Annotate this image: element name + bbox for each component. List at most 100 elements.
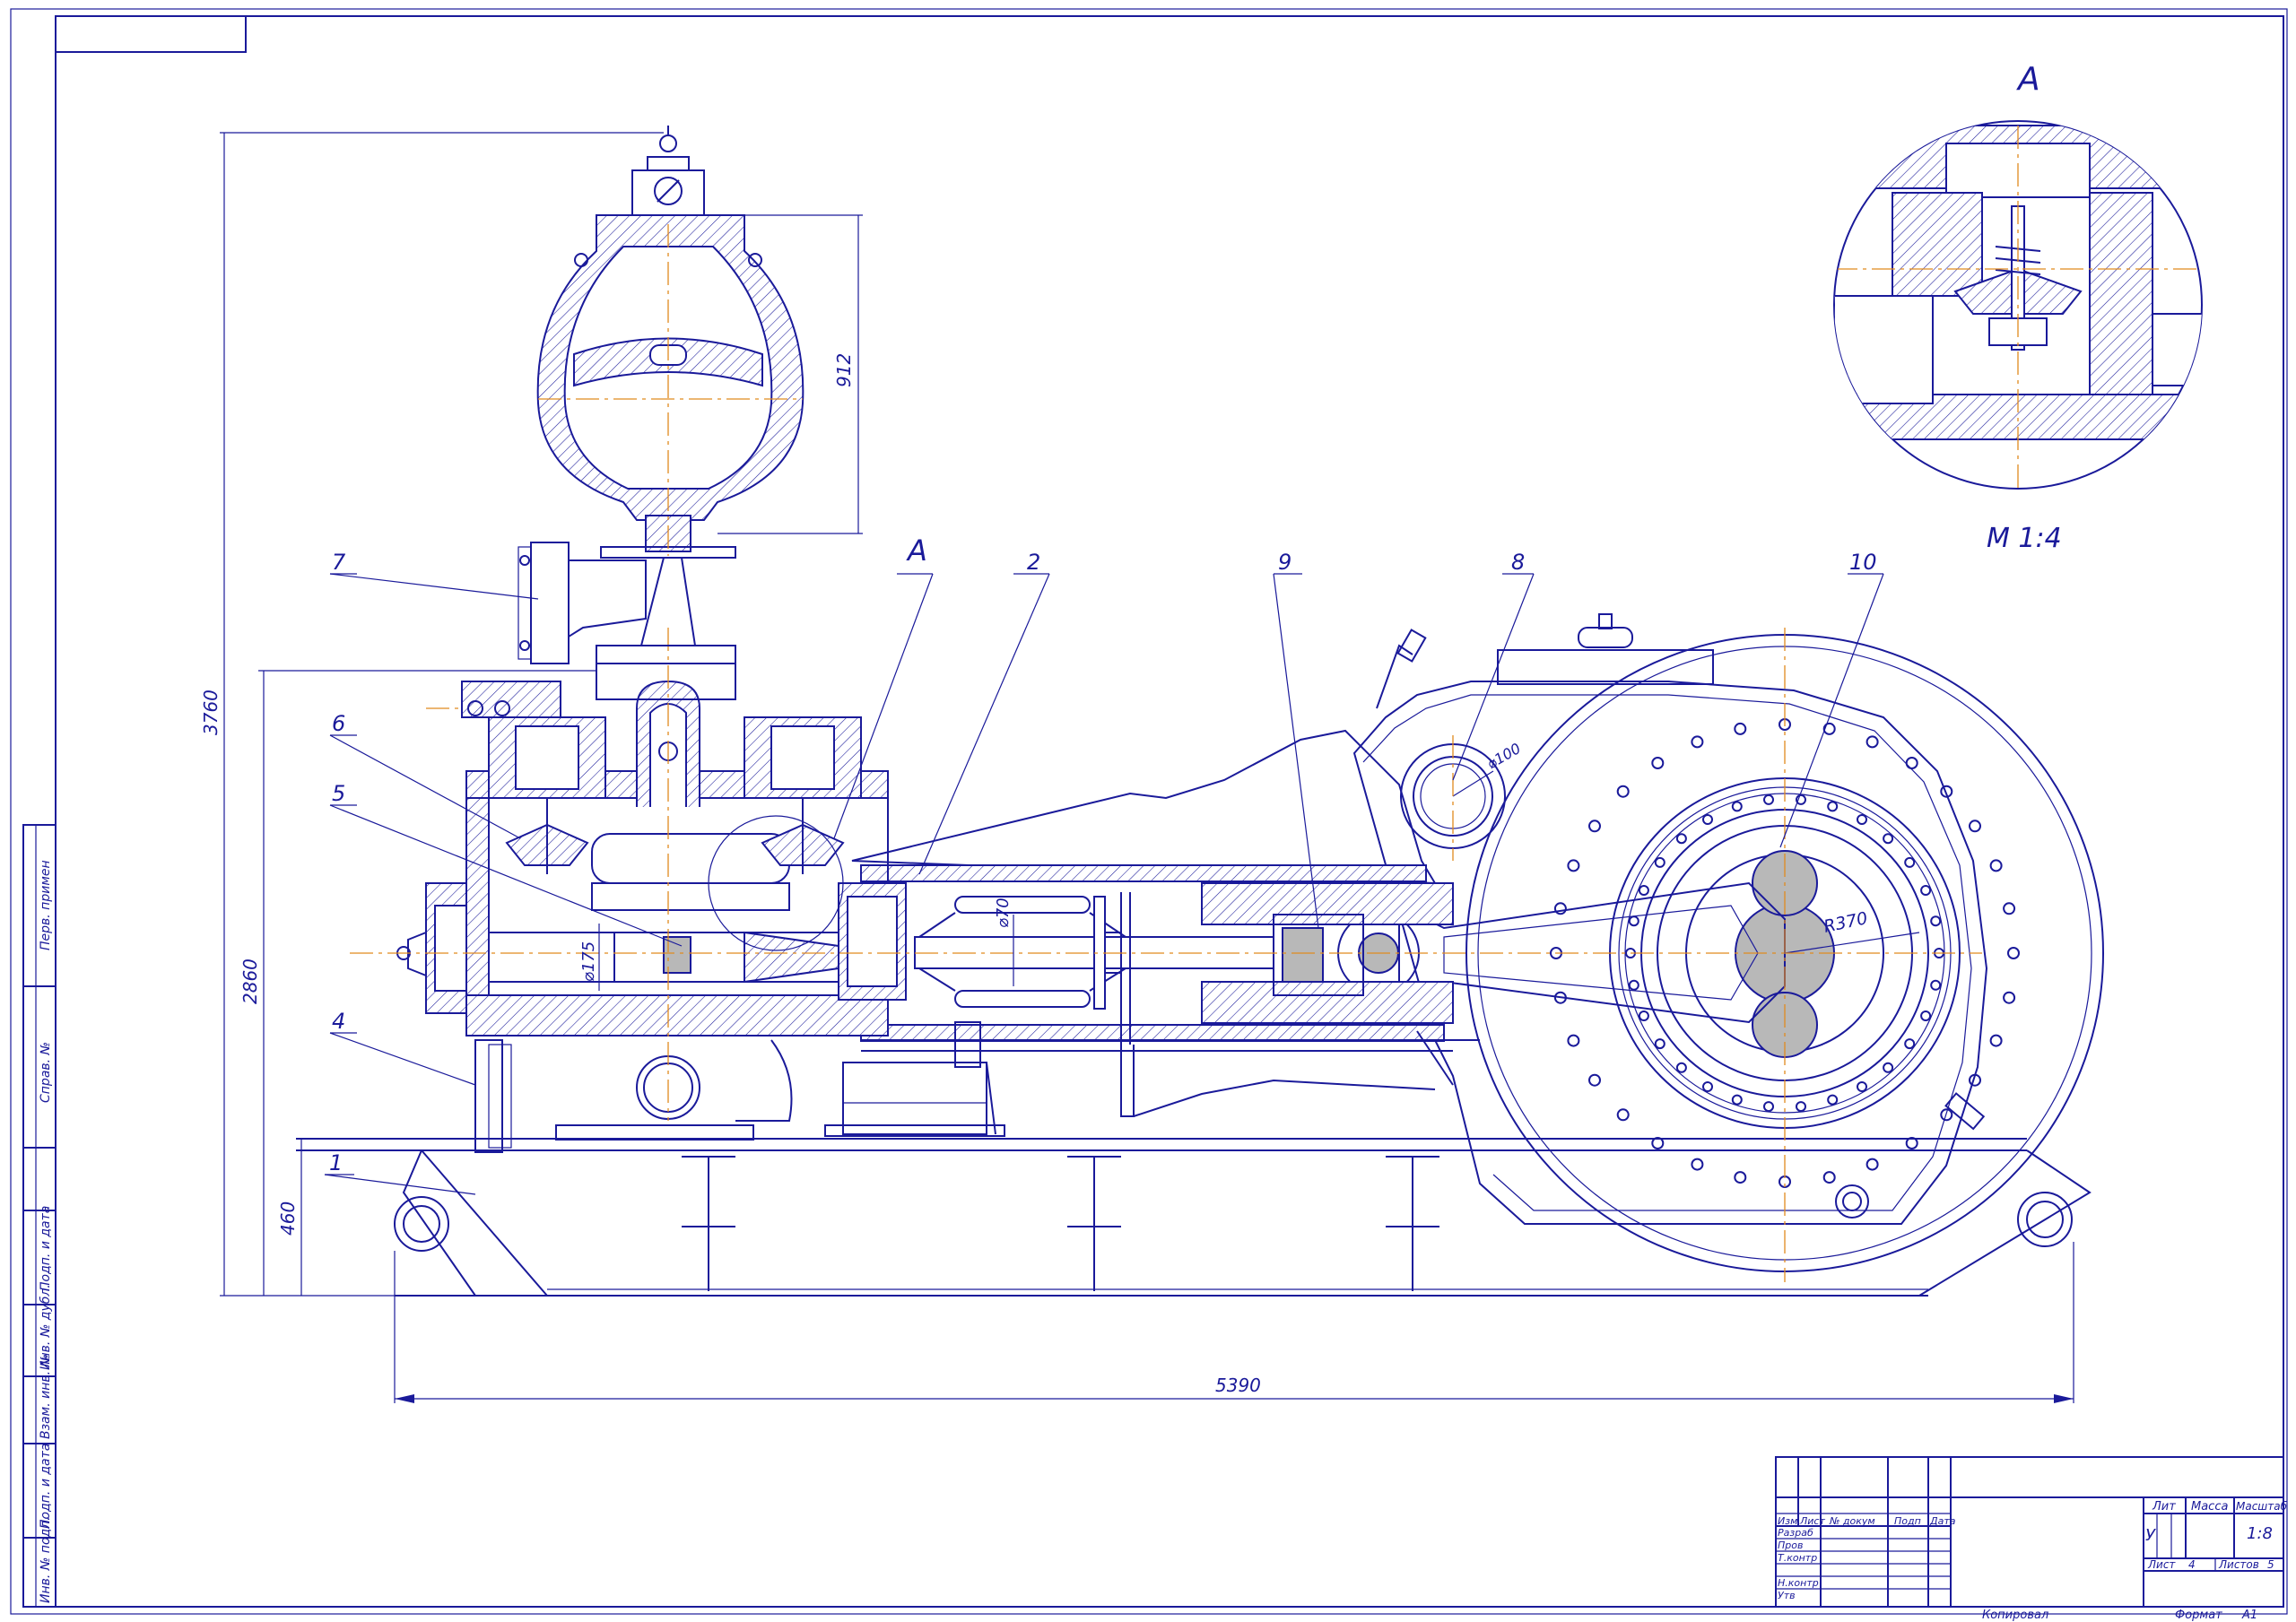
- bolt-hole: [1857, 1081, 1867, 1092]
- bolt-hole: [1822, 722, 1836, 735]
- bolt-hole: [1930, 915, 1942, 927]
- crosshead-frame: [851, 729, 1480, 1117]
- detail-a-view: A M 1:4: [1833, 61, 2203, 554]
- bolt-hole: [1940, 785, 1953, 798]
- tb-role-razrab: Разраб: [1778, 1527, 1813, 1539]
- bolt-hole: [1616, 785, 1630, 798]
- bolt-hole: [1989, 859, 2003, 872]
- side-stamp: Перв. примен Справ. № Подп. и дата Инв. …: [22, 824, 57, 1608]
- bolt-hole: [1920, 1010, 1932, 1021]
- bolt-hole: [1796, 1101, 1806, 1113]
- tb-header-date: Дата: [1929, 1515, 1956, 1527]
- stamp-cell-3: Подп. и дата: [39, 1206, 53, 1291]
- dimensions: 3760 2860 460 5390 912 ⌀175 ⌀70 R370 ⌀10…: [200, 132, 2074, 1403]
- bolt-hole: [1920, 885, 1932, 896]
- base-frame: [296, 1138, 2092, 1297]
- stamp-cell-7: Инв. № подл.: [39, 1516, 53, 1603]
- bolt-hole: [1905, 757, 1918, 769]
- dim-overall-length: 5390: [1215, 1375, 1261, 1396]
- bolt-hole: [1989, 1034, 2003, 1047]
- bolt-hole: [1940, 1108, 1953, 1122]
- dim-overall-height: 3760: [200, 690, 222, 735]
- bolt-hole: [1866, 735, 1879, 749]
- detail-a-label: A: [2016, 61, 2040, 98]
- bolt-hole: [1675, 1062, 1687, 1073]
- bolt-hole: [1731, 1094, 1743, 1106]
- tb-header-podp: Подп: [1894, 1515, 1921, 1527]
- tb-scale-value: 1:8: [2247, 1524, 2273, 1543]
- bolt-hole: [1654, 856, 1665, 868]
- tb-lit-value: У: [2145, 1526, 2156, 1545]
- bolt-hole: [1588, 820, 1601, 833]
- bolt-hole: [1702, 1081, 1713, 1092]
- bolt-hole: [1827, 1094, 1839, 1106]
- callout-6: 6: [332, 711, 345, 736]
- tb-format-label: Формат: [2175, 1609, 2222, 1622]
- fluid-end: [396, 628, 907, 1153]
- bolt-hole: [2003, 991, 2016, 1004]
- bolt-hole: [1969, 820, 1981, 833]
- tb-header-doc: № докум: [1829, 1515, 1875, 1527]
- dim-rod-dia: ⌀70: [994, 898, 1013, 928]
- bolt-hole: [1969, 1073, 1981, 1087]
- fluid-end-support: [824, 1021, 1005, 1137]
- callout-9: 9: [1278, 550, 1292, 575]
- bolt-hole: [1651, 1137, 1665, 1149]
- dim-base-height: 460: [277, 1201, 299, 1236]
- drawing-frame: [10, 8, 2288, 1615]
- bolt-hole: [1930, 979, 1942, 991]
- callouts: 1 2 4 5 6 7 8 9 10: [324, 550, 1884, 1195]
- tb-sheets-label: Листов: [2218, 1558, 2259, 1571]
- bolt-hole: [1702, 814, 1713, 825]
- tb-lit-label: Лит: [2152, 1500, 2176, 1514]
- tb-role-utv: Утв: [1778, 1590, 1796, 1601]
- tb-sheet-label: Лист: [2147, 1558, 2176, 1571]
- tb-scale-label: Масштаб: [2236, 1500, 2288, 1513]
- bolt-hole: [1567, 1034, 1580, 1047]
- stamp-cell-6: Подп. и дата: [39, 1444, 53, 1529]
- title-block: Изм Лист № докум Подп Дата Разраб Пров Т…: [1775, 1456, 2288, 1622]
- bolt-hole: [1553, 902, 1567, 915]
- tb-mass-label: Масса: [2191, 1500, 2228, 1514]
- callout-2: 2: [1027, 550, 1040, 575]
- bolt-hole: [1734, 722, 1747, 735]
- dim-frame-height: 2860: [239, 958, 261, 1004]
- bolt-hole: [1654, 1038, 1665, 1050]
- bolt-hole: [1883, 833, 1894, 845]
- bolt-hole: [1734, 1171, 1747, 1184]
- bolt-hole: [1691, 1158, 1704, 1171]
- bolt-hole: [1857, 814, 1867, 825]
- bolt-hole: [1628, 979, 1639, 991]
- bolt-hole: [1731, 801, 1743, 812]
- bolt-hole: [1763, 1101, 1774, 1113]
- callout-10: 10: [1849, 550, 1877, 575]
- bolt-hole: [1675, 833, 1687, 845]
- tb-sheets-value: 5: [2267, 1558, 2274, 1571]
- section-a-marker: A: [708, 533, 934, 951]
- bolt-hole: [1763, 794, 1774, 805]
- bolt-hole: [1905, 1137, 1918, 1149]
- bolt-hole: [1866, 1158, 1879, 1171]
- tb-sheet-value: 4: [2188, 1558, 2196, 1571]
- gear-bolt-ring-inner: [1625, 794, 1944, 1113]
- bolt-hole: [1616, 1108, 1630, 1122]
- gear-housing: [1352, 613, 1988, 1225]
- bolt-hole: [1904, 1038, 1916, 1050]
- bolt-hole: [1796, 794, 1806, 805]
- callout-1: 1: [329, 1150, 343, 1175]
- callout-8: 8: [1511, 550, 1525, 575]
- tb-header-list: Лист: [1799, 1515, 1825, 1527]
- callout-5: 5: [332, 781, 345, 806]
- bolt-hole: [1827, 801, 1839, 812]
- bolt-hole: [1628, 915, 1639, 927]
- outlet-flange: [517, 542, 647, 664]
- stamp-cell-2: Справ. №: [39, 1042, 53, 1103]
- bolt-hole: [1567, 859, 1580, 872]
- valve-chamber-right: [744, 716, 862, 874]
- tb-role-prov: Пров: [1778, 1540, 1803, 1551]
- callout-7: 7: [332, 550, 346, 575]
- dim-gear-radius: R370: [1822, 908, 1869, 937]
- bolt-hole: [1883, 1062, 1894, 1073]
- bolt-hole: [1651, 757, 1665, 769]
